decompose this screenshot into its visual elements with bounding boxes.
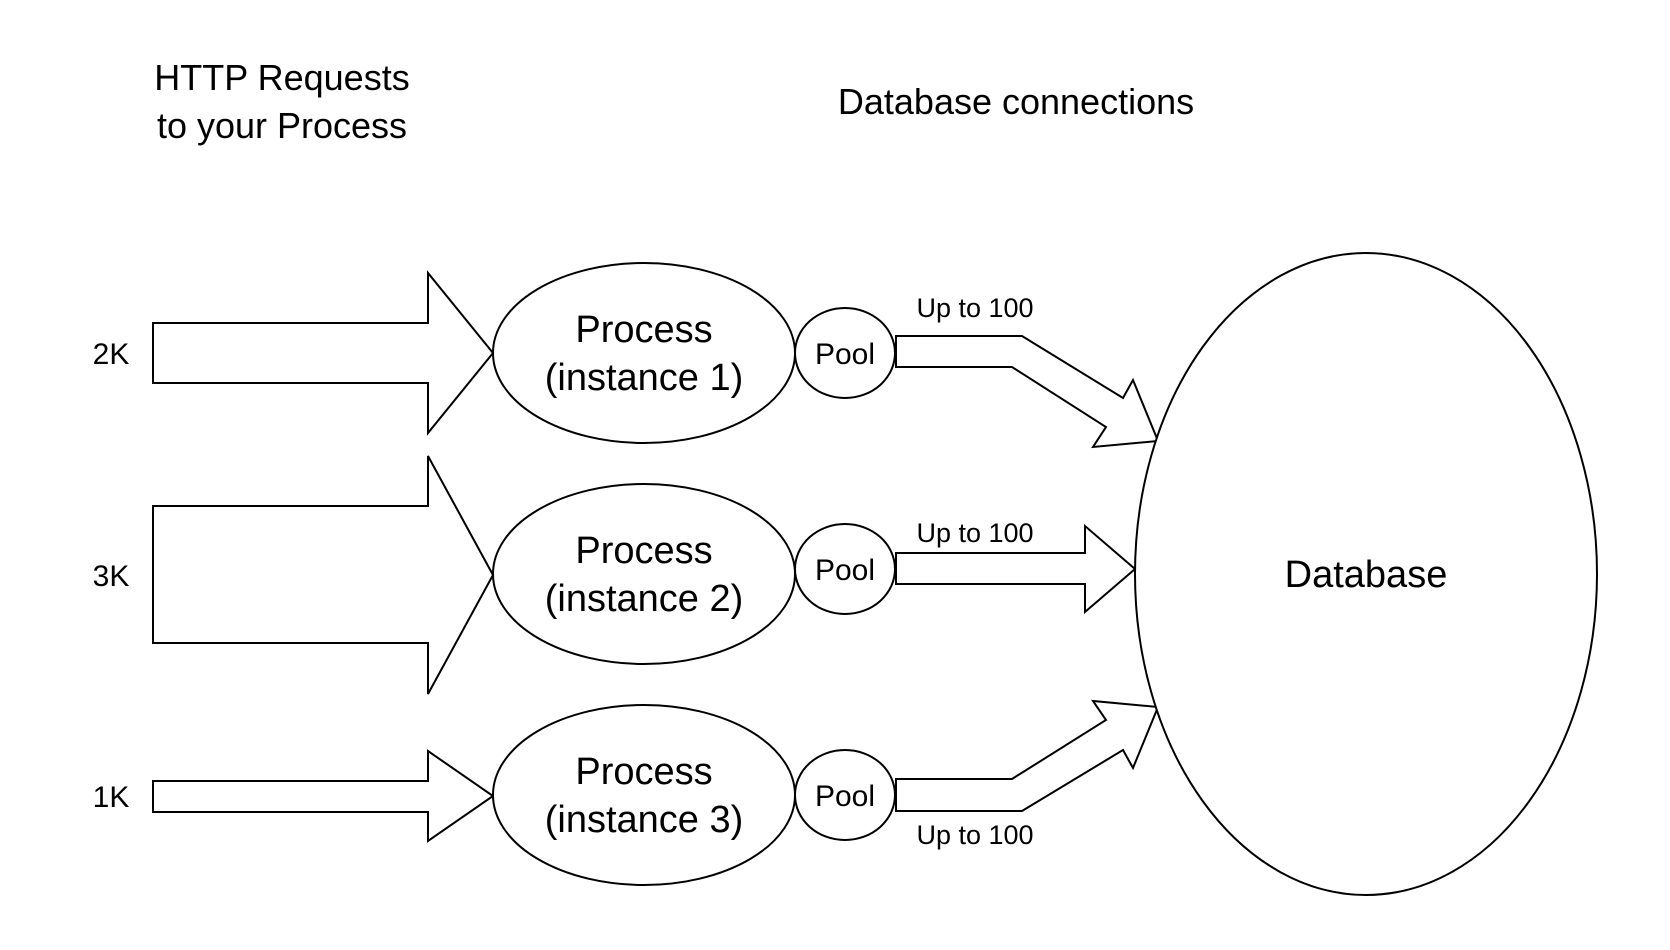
request-arrow-1: [152, 270, 495, 436]
database-label: Database: [1285, 554, 1448, 596]
process-instance-2-label-line2: (instance 2): [545, 578, 744, 620]
process-instance-1-label-line2: (instance 1): [545, 357, 744, 399]
request-count-label-1: 2K: [93, 338, 130, 371]
connection-arrow-3: [895, 699, 1160, 812]
database-connections-heading: Database connections: [838, 81, 1194, 122]
request-arrow-3: [152, 749, 495, 843]
connection-limit-label-3: Up to 100: [916, 820, 1033, 850]
pool-label-3: Pool: [815, 780, 875, 813]
process-instance-1: [492, 262, 796, 444]
process-instance-3-label-line1: Process: [575, 751, 712, 793]
http-requests-heading-line2: to your Process: [157, 105, 407, 146]
process-instance-2-label-line1: Process: [575, 530, 712, 572]
connection-arrow-2: [895, 523, 1137, 615]
connection-arrow-1: [895, 335, 1160, 449]
http-requests-heading-line1: HTTP Requests: [154, 57, 409, 98]
request-arrow-2: [152, 455, 495, 695]
pool-label-1: Pool: [815, 338, 875, 371]
request-count-label-2: 3K: [93, 560, 130, 593]
process-instance-3: [492, 704, 796, 886]
process-instance-3-label-line2: (instance 3): [545, 799, 744, 841]
connection-limit-label-1: Up to 100: [916, 293, 1033, 323]
connection-limit-label-2: Up to 100: [916, 518, 1033, 548]
pool-label-2: Pool: [815, 554, 875, 587]
database-node: [1134, 252, 1598, 896]
process-instance-1-label-line1: Process: [575, 309, 712, 351]
process-instance-2: [492, 483, 796, 665]
request-count-label-3: 1K: [93, 781, 130, 814]
